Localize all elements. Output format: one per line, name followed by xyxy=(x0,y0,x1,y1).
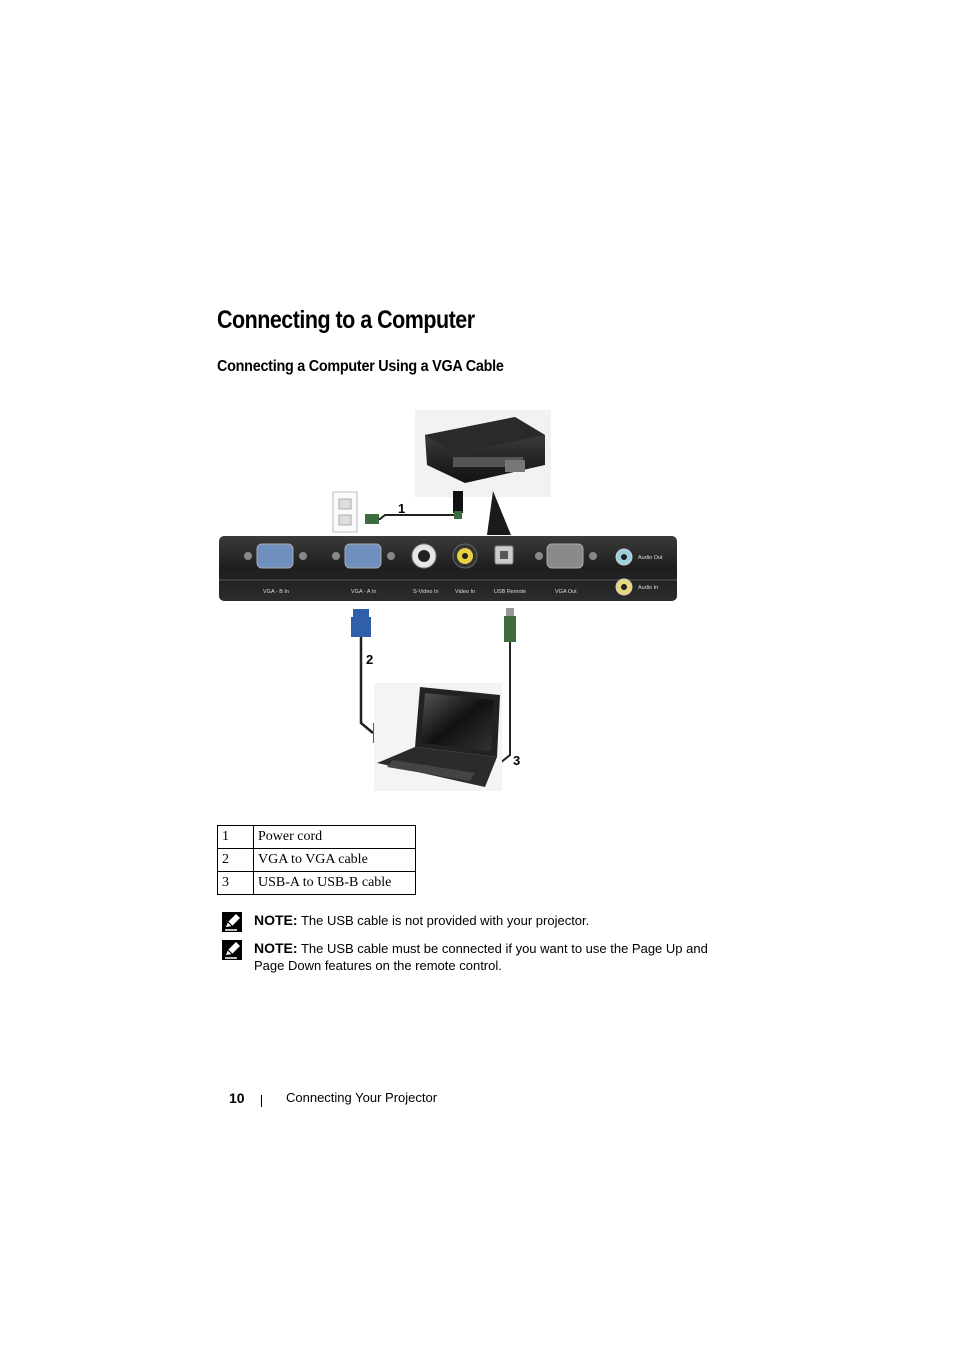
callout-1: 1 xyxy=(398,501,405,516)
port-label-audio-out: Audio Out xyxy=(638,555,663,561)
projector-image xyxy=(415,410,551,497)
footer-divider xyxy=(261,1095,262,1107)
legend-label: USB-A to USB-B cable xyxy=(253,871,416,895)
laptop-image xyxy=(374,683,502,791)
note-text-continued: Page Down features on the remote control… xyxy=(254,958,502,973)
port-label-audio-in: Audio In xyxy=(638,585,658,591)
port-label-vga-out: VGA Out xyxy=(555,589,577,595)
table-row: 3 USB-A to USB-B cable xyxy=(217,871,416,895)
legend-number: 1 xyxy=(217,825,254,849)
note-text: The USB cable must be connected if you w… xyxy=(300,941,708,956)
port-label-video-in: Video In xyxy=(455,589,475,595)
port-label-vga-b-in: VGA - B In xyxy=(263,589,289,595)
port-label-usb-remote: USB Remote xyxy=(494,589,526,595)
legend-number: 2 xyxy=(217,848,254,872)
note-pencil-icon xyxy=(222,940,242,960)
callout-3: 3 xyxy=(513,753,520,768)
legend-number: 3 xyxy=(217,871,254,895)
callout-2: 2 xyxy=(366,652,373,667)
page-title: Connecting to a Computer xyxy=(217,306,475,334)
table-row: 2 VGA to VGA cable xyxy=(217,848,416,872)
projector-back-panel: VGA - B In VGA - A In S-Video In Video I… xyxy=(219,536,677,601)
port-label-vga-a-in: VGA - A In xyxy=(351,589,376,595)
legend-label: Power cord xyxy=(253,825,416,849)
note-pencil-icon xyxy=(222,912,242,932)
port-label-s-video-in: S-Video In xyxy=(413,589,439,595)
page-number: 10 xyxy=(229,1090,245,1106)
legend-label: VGA to VGA cable xyxy=(253,848,416,872)
legend-table: 1 Power cord 2 VGA to VGA cable 3 USB-A … xyxy=(217,825,416,895)
note-label: NOTE: xyxy=(254,940,298,956)
wall-outlet-image xyxy=(332,491,358,533)
footer-section-title: Connecting Your Projector xyxy=(286,1090,438,1105)
note-label: NOTE: xyxy=(254,912,298,928)
section-heading: Connecting a Computer Using a VGA Cable xyxy=(217,358,504,375)
connection-diagram: 1 xyxy=(215,405,685,800)
note-text: The USB cable is not provided with your … xyxy=(300,913,590,928)
table-row: 1 Power cord xyxy=(217,825,416,849)
